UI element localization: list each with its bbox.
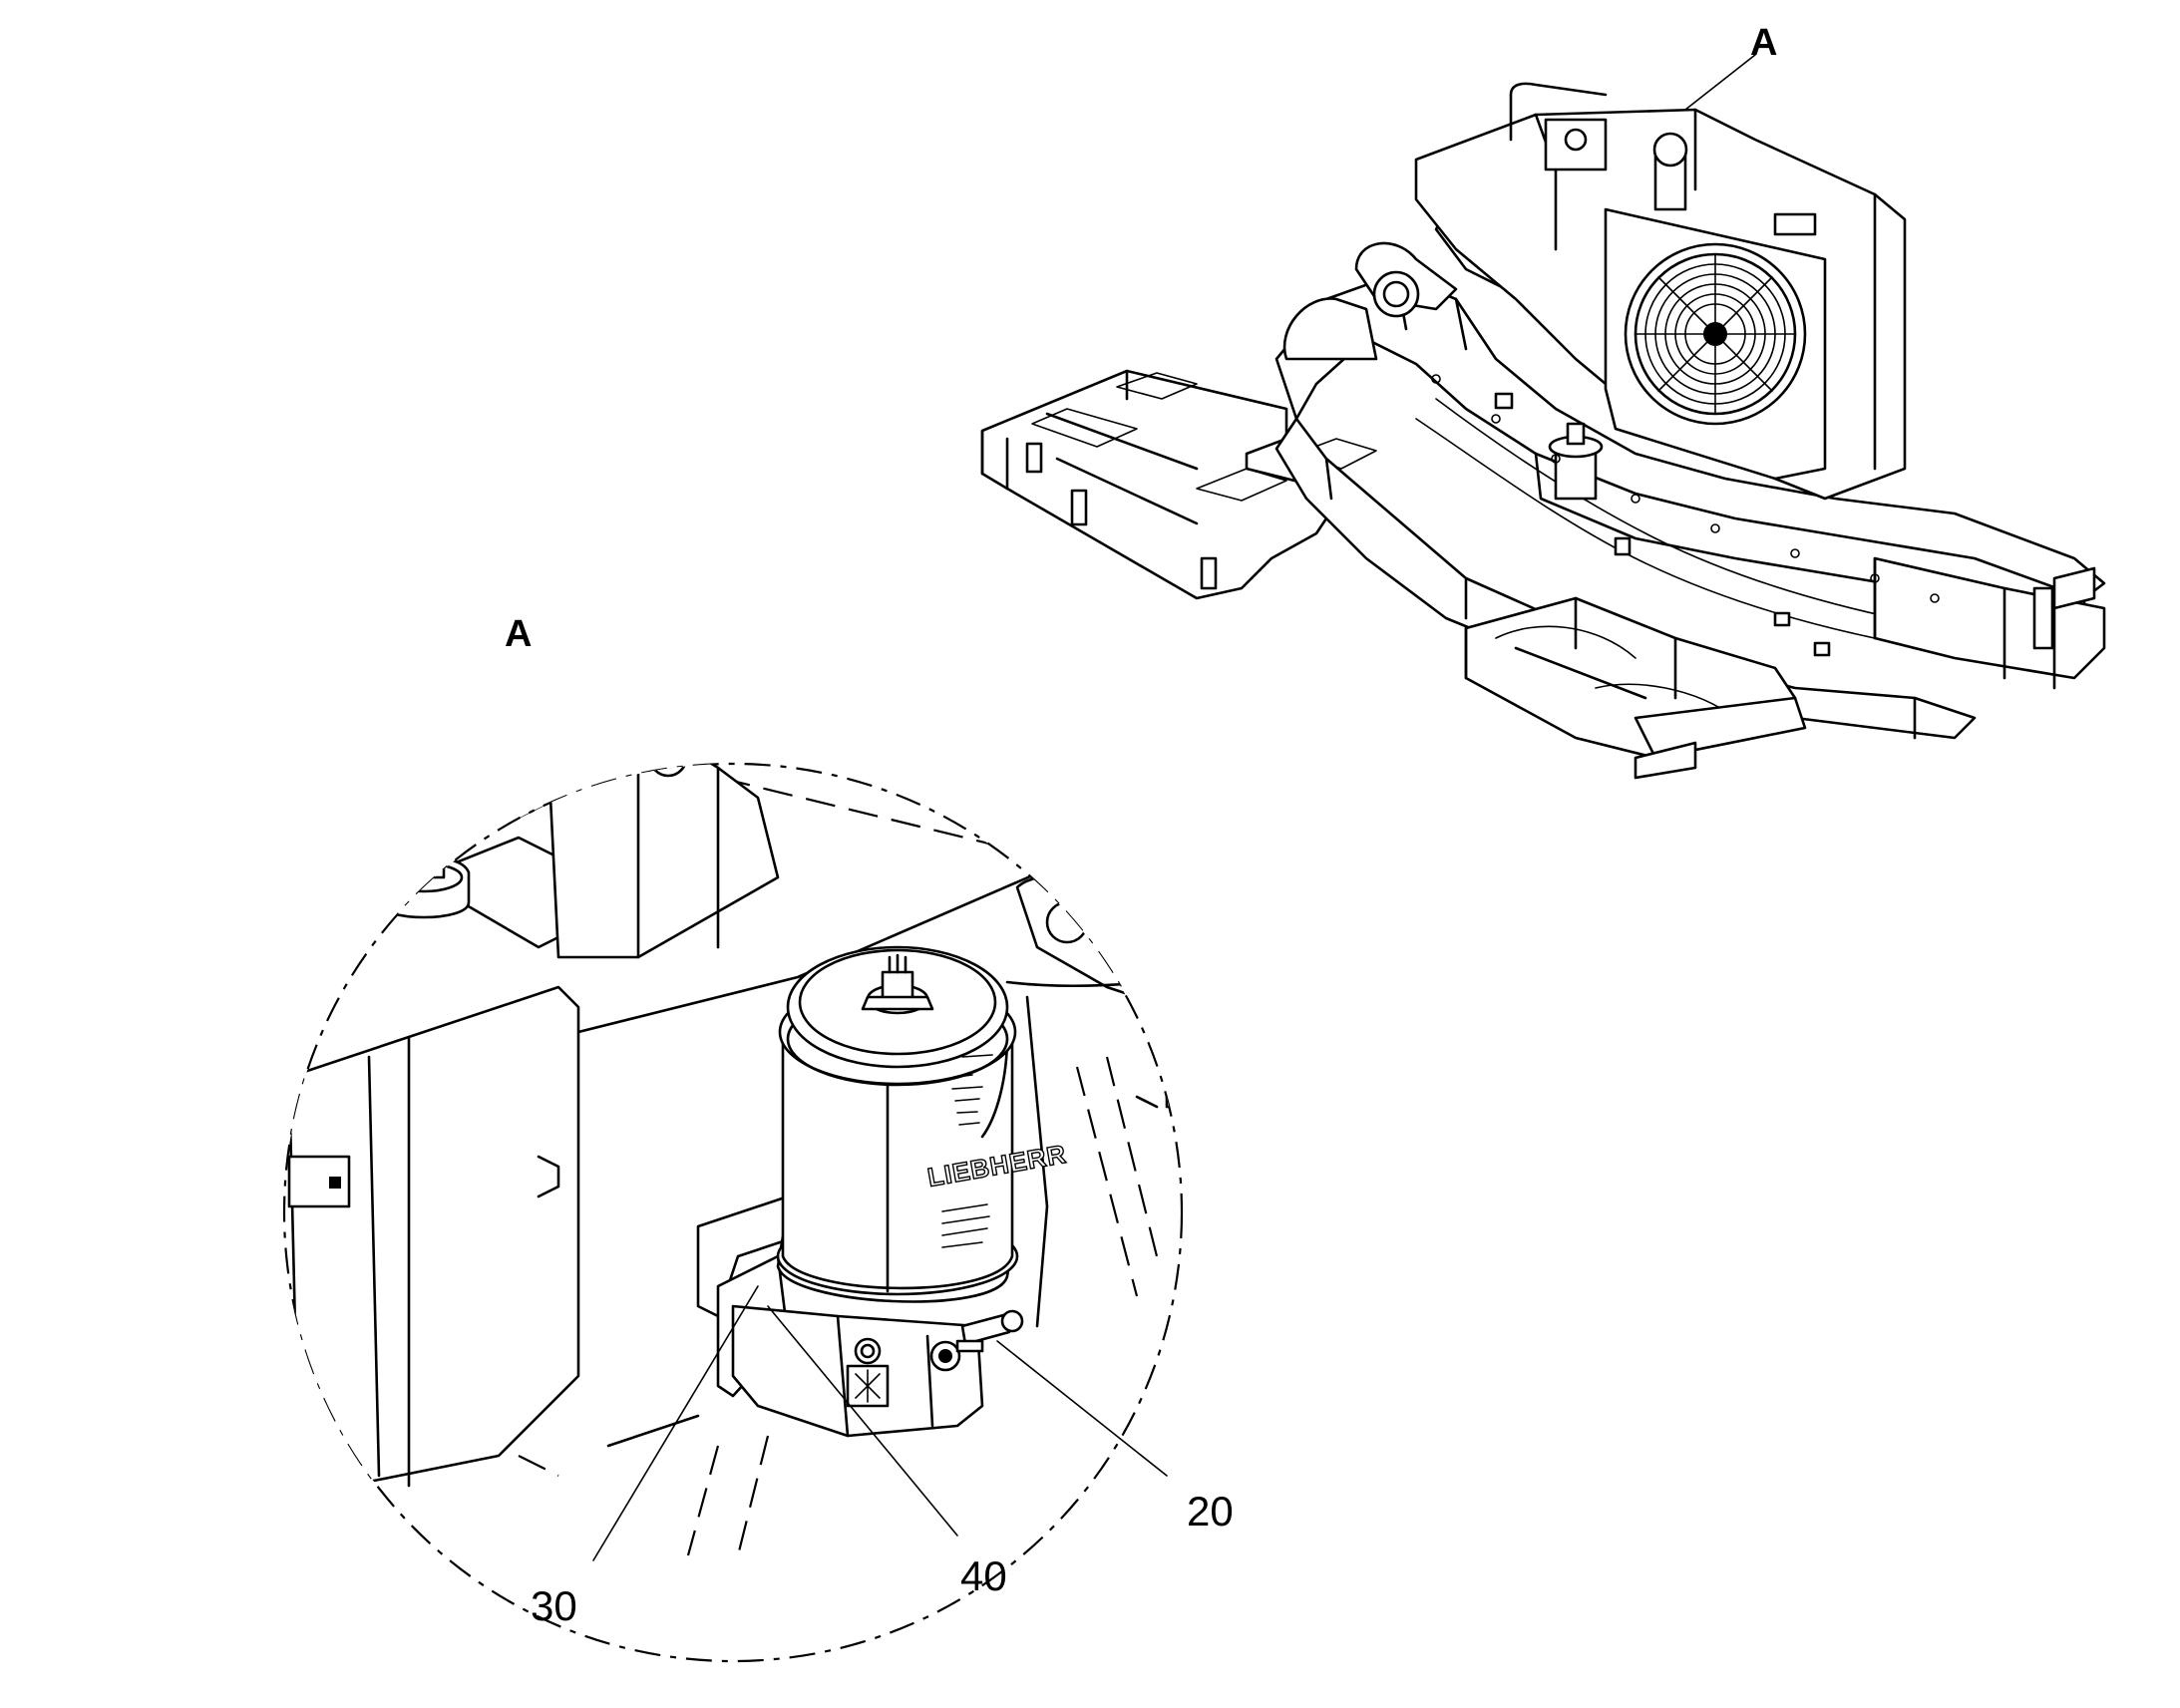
leader-40 [767, 1305, 958, 1537]
leader-20 [996, 1340, 1168, 1477]
detail-view-a: LIEBHERR [282, 762, 1184, 1663]
machine-frame-illustration [980, 54, 2106, 780]
callout-20: 20 [1187, 1488, 1234, 1535]
lubrication-pump: LIEBHERR [696, 945, 1070, 1438]
detail-label-a: A [505, 613, 532, 655]
leader-30 [592, 1285, 759, 1561]
callout-40: 40 [960, 1552, 1007, 1599]
view-label-a: A [1750, 22, 1777, 64]
callout-30: 30 [531, 1582, 577, 1629]
